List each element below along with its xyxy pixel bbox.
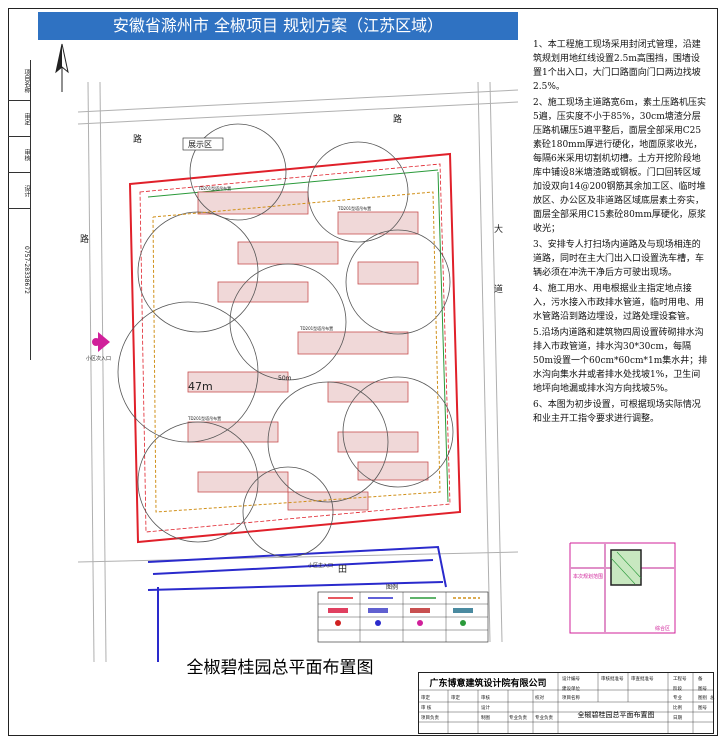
tb-r3-c10: 总 [710, 696, 715, 701]
green-lines [147, 169, 449, 503]
showroom-label: 展示区 [188, 140, 212, 149]
distance-label: 47m [188, 380, 213, 393]
tb-r5-c1: 项目负责 [421, 716, 439, 721]
note-4: 4、施工用水、用电根据业主指定地点接入，污水接入市政排水管道，临时用电、用水管路… [533, 284, 705, 322]
strip-cell-review: 审核 [8, 138, 30, 173]
tb-r2-c6: 图号 [698, 687, 707, 692]
road-bottom-label: 田 [338, 564, 347, 575]
drawing-title: 全椒碧桂园总平面布置图 [186, 658, 374, 678]
site-boundary-inner [139, 163, 451, 533]
tb-r3-c2: 审定 [451, 696, 460, 701]
title-block [418, 672, 714, 734]
tb-r5-c6: 专业负责 [535, 716, 553, 721]
road-right-label-2: 道 [494, 283, 503, 295]
tb-r1-c4: 工程号 [673, 677, 687, 682]
road-right-label: 大 [494, 223, 503, 235]
buildings [187, 191, 429, 511]
firm-name: 广东博意建筑设计院有限公司 [429, 679, 547, 689]
tb-r1-c1: 设计编号 [562, 677, 580, 682]
tb-r4-c1: 审 核 [421, 706, 432, 711]
tb-r3-c1: 审定 [421, 696, 430, 701]
tb-r4-c9: 比例 [673, 706, 682, 711]
tb-r2-c1: 建设单位 [562, 687, 580, 692]
left-info-strip: 项目名称 审定 审核 设计 0757-28338672 [8, 60, 31, 360]
strip-cell-approve: 审定 [8, 102, 30, 137]
blue-roads [147, 545, 447, 662]
sheet-title: 全椒碧桂园总平面布置图 [577, 711, 655, 719]
tb-r1-c2: 审核批准号 [601, 677, 624, 682]
strip-cell-phone: 0757-28338672 [23, 246, 30, 294]
service-road [152, 191, 441, 513]
header-banner: 安徽省滁州市 全椒项目 规划方案（江苏区域） [38, 12, 518, 40]
note-1: 1、本工程施工现场采用封闭式管理，沿建筑规划用地红线设置2.5m高围挡，围墙设置… [533, 40, 701, 92]
inset-label: 本次规划范围 [573, 573, 603, 580]
building-tag: TD201型塔吊布置 [197, 185, 231, 191]
tb-r1-c3: 审查批准号 [631, 677, 654, 682]
tb-r3-c8: 专业 [673, 696, 682, 701]
note-5: 5.沿场内道路和建筑物四周设置砖砌排水沟排入市政管道，排水沟30*30cm，每隔… [533, 328, 708, 394]
legend-table: 图例 [317, 583, 489, 643]
tb-r5-c3: 制图 [481, 716, 490, 721]
inset-label-2: 综合区 [655, 625, 670, 632]
tb-r3-c6: 项目名称 [562, 696, 580, 701]
site-plan: 展示区 路 路 路 大 道 田 47m 50m 小区次入口 小区主入口 TD20… [77, 81, 519, 663]
surrounding-roads [77, 81, 519, 663]
tb-r1-c5: 备 [698, 677, 703, 682]
note-6: 6、本图为初步设置，可根据现场实际情况和业主开工指令要求进行调整。 [533, 400, 701, 424]
tb-r3-c3: 审核 [481, 696, 490, 701]
road-top-label-2: 路 [393, 113, 402, 125]
legend-title: 图例 [386, 583, 398, 591]
building-tag: TD201型塔吊布置 [299, 325, 333, 331]
strip-cell-project: 项目名称 [8, 62, 30, 101]
drawing-frame [8, 8, 718, 736]
tb-r5-c5: 专业负责 [509, 716, 527, 721]
entrance-main-label: 小区次入口 [86, 355, 111, 362]
note-3: 3、安排专人打扫场内道路及与现场相连的道路，同时在主大门出入口设置洗车槽，车辆必… [533, 240, 705, 278]
location-inset-map: 本次规划范围 综合区 [565, 538, 680, 638]
road-top-label: 路 [133, 133, 142, 145]
building-tag: TD201型塔吊布置 [187, 415, 221, 421]
entrance-marker-icon [98, 332, 110, 352]
construction-notes: 1、本工程施工现场采用封闭式管理，沿建筑规划用地红线设置2.5m高围挡，围墙设置… [533, 38, 708, 538]
site-boundary [128, 152, 462, 544]
note-2: 2、施工现场主道路宽6m，素土压路机压实5遍，压实度不小于85%，30cm塘渣分… [533, 98, 706, 234]
tb-r3-c9: 图别 [698, 696, 707, 701]
crane-circles [117, 123, 454, 558]
tb-r4-c10: 图号 [698, 706, 707, 711]
tb-r5-c9: 日期 [673, 716, 682, 721]
distance-label-2: 50m [278, 375, 292, 382]
tb-r3-c5: 校对 [535, 696, 544, 701]
building-tag: TD201型塔吊布置 [337, 205, 371, 211]
strip-cell-design: 设计 [8, 174, 30, 209]
north-arrow-icon [55, 43, 69, 92]
road-left-label: 路 [80, 233, 89, 245]
entrance-secondary-label: 小区主入口 [308, 562, 333, 569]
tb-r2-c5: 阶段 [673, 687, 682, 692]
tb-r4-c3: 设计 [481, 706, 490, 711]
title-block-grid [418, 672, 714, 734]
